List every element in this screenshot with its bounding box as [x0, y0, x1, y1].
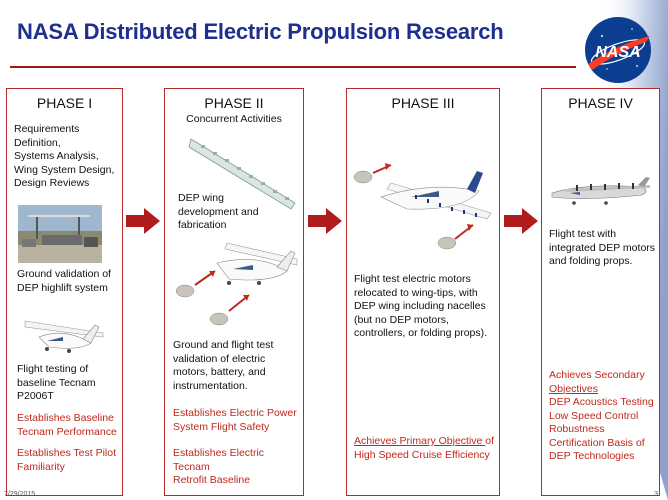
phase-4-caption: Flight test with integrated DEP motors a… — [549, 228, 655, 269]
primary-objective-text: Achieves Primary Objective — [354, 435, 485, 447]
phase-2-test-caption: Ground and flight test validation of ele… — [173, 339, 273, 393]
phase-3-result: Achieves Primary Objective of High Speed… — [354, 435, 494, 462]
wingtip-motor-airplane-image — [351, 151, 497, 257]
phase-2-subtitle: Concurrent Activities — [165, 113, 303, 125]
tecnam-test-airplane-image — [169, 237, 301, 335]
phase-4-result: Achieves Secondary Objectives DEP Acoust… — [549, 369, 654, 464]
phase-2-wing-caption: DEP wing development and fabrication — [178, 192, 259, 233]
phase-1-title: PHASE I — [7, 95, 122, 111]
phase-3-title: PHASE III — [347, 95, 499, 111]
phase-4-title: PHASE IV — [542, 95, 659, 111]
phase-1-description: Requirements Definition, Systems Analysi… — [14, 123, 114, 191]
footer-date: 7/29/2015 — [4, 491, 35, 498]
arrow-icon — [308, 208, 342, 234]
tecnam-airplane-image — [19, 299, 109, 361]
page-title: NASA Distributed Electric Propulsion Res… — [17, 19, 504, 45]
arrow-icon — [126, 208, 160, 234]
integrated-dep-airplane-image — [546, 175, 658, 209]
phase-1-result-pilot: Establishes Test Pilot Familiarity — [17, 447, 116, 474]
nasa-logo-text: NASA — [595, 44, 640, 61]
phase-1-panel: PHASE I Requirements Definition, Systems… — [6, 88, 123, 496]
secondary-objectives-text: Objectives — [549, 383, 654, 397]
phase-2-result-safety: Establishes Electric Power System Flight… — [173, 407, 297, 434]
phase-2-panel: PHASE II Concurrent Activities DEP wing … — [164, 88, 304, 496]
title-rule — [10, 66, 576, 68]
phase-1-plane-caption: Flight testing of baseline Tecnam P2006T — [17, 363, 96, 404]
phase-4-panel: PHASE IV Flight test with integrated DEP… — [541, 88, 660, 496]
nasa-logo: NASA — [582, 14, 654, 86]
phase-1-result-baseline: Establishes Baseline Tecnam Performance — [17, 412, 117, 439]
phase-1-photo-caption: Ground validation of DEP highlift system — [17, 268, 111, 295]
phase-3-panel: PHASE III Flight test electric motors re… — [346, 88, 500, 496]
page-number: 3 — [654, 491, 658, 498]
phase-3-caption: Flight test electric motors relocated to… — [354, 273, 487, 341]
phase-2-title: PHASE II — [165, 95, 303, 111]
highlift-test-rig-photo — [18, 205, 102, 263]
arrow-icon — [504, 208, 538, 234]
phase-2-result-retrofit: Establishes Electric Tecnam Retrofit Bas… — [173, 447, 303, 488]
